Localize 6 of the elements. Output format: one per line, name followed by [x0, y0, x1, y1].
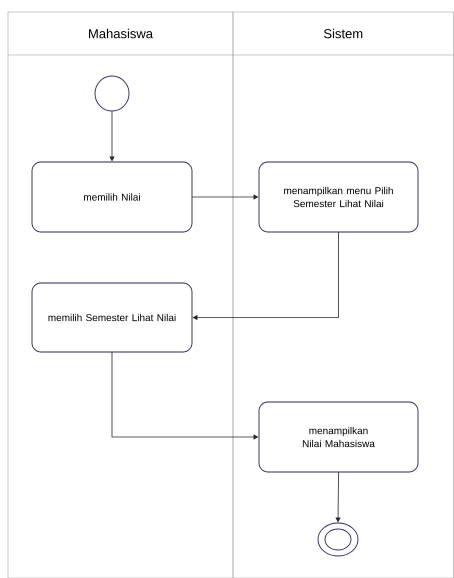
action-box: memilih Semester Lihat Nilai — [32, 282, 192, 352]
action-box: memilih Nilai — [32, 162, 192, 232]
action-box: menampilkan Nilai Mahasiswa — [258, 402, 418, 472]
action-box: menampilkan menu Pilih Semester Lihat Nilai — [258, 162, 418, 232]
end-node — [318, 522, 358, 556]
start-node — [94, 76, 130, 112]
